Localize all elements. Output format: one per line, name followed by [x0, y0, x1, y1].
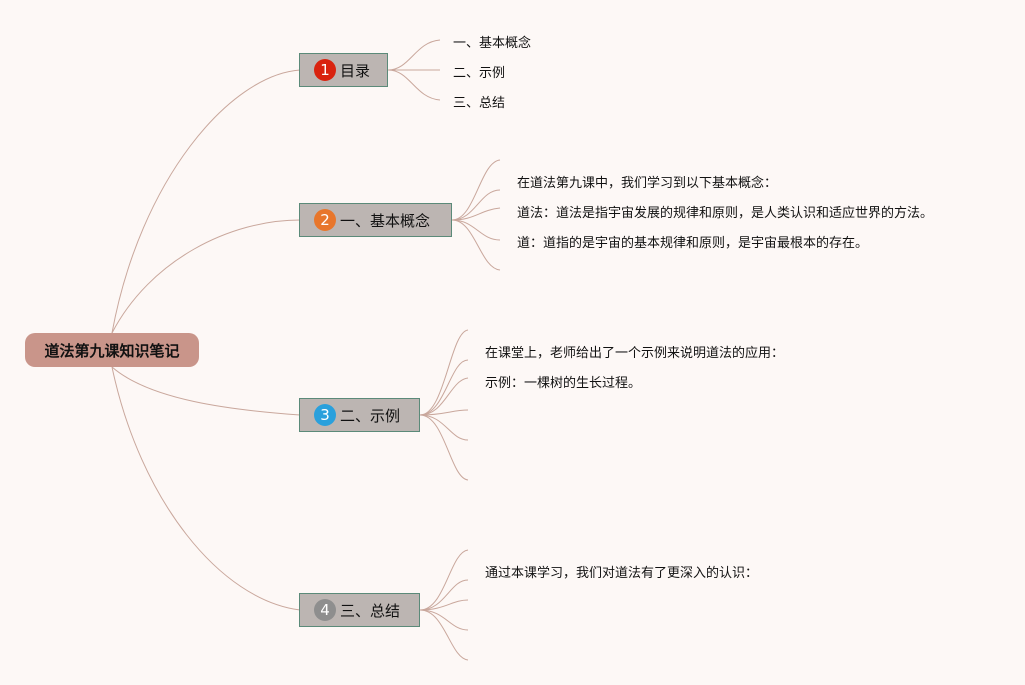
leaf-node[interactable]: 道：道指的是宇宙的基本规律和原则，是宇宙最根本的存在。 [517, 236, 869, 251]
root-label: 道法第九课知识笔记 [44, 341, 180, 360]
link-topic3-leaf [419, 329, 469, 416]
leaf-node[interactable]: 一、基本概念 [453, 36, 532, 51]
link-topic3-leaf [419, 414, 469, 441]
number-badge-1: 1 [314, 59, 336, 81]
leaf-node[interactable]: 道法：道法是指宇宙发展的规律和原则，是人类认识和适应世界的方法。 [517, 206, 934, 221]
topic-node-contents[interactable]: 1 目录 [299, 53, 388, 87]
link-topic1-leaf [387, 39, 441, 71]
link-topic3-leaf [419, 414, 469, 481]
link-topic3-leaf [419, 359, 469, 416]
link-topic1-leaf [387, 69, 441, 101]
link-root-topic-3 [111, 366, 301, 416]
number-badge-3: 3 [314, 404, 336, 426]
link-topic2-leaf [451, 219, 501, 241]
root-node[interactable]: 道法第九课知识笔记 [25, 333, 199, 367]
link-topic4-leaf [419, 579, 469, 611]
link-topic2-leaf [451, 207, 501, 221]
topic-node-basic-concepts[interactable]: 2 一、基本概念 [299, 203, 452, 237]
topic-node-summary[interactable]: 4 三、总结 [299, 593, 420, 627]
link-topic2-leaf [451, 159, 501, 221]
link-topic2-leaf [451, 219, 501, 271]
leaf-node[interactable]: 通过本课学习，我们对道法有了更深入的认识： [485, 566, 759, 581]
link-topic4-leaf [419, 599, 469, 611]
link-topic2-leaf [451, 189, 501, 221]
link-topic4-leaf [419, 609, 469, 631]
leaf-node[interactable]: 二、示例 [453, 66, 506, 81]
link-root-topic-1 [111, 69, 301, 334]
topic-label: 三、总结 [340, 601, 401, 620]
link-root-topic-4 [111, 366, 301, 611]
link-topic3-leaf [419, 377, 469, 416]
link-topic3-leaf [419, 409, 469, 416]
number-badge-2: 2 [314, 209, 336, 231]
topic-label: 一、基本概念 [340, 211, 431, 230]
topic-label: 目录 [340, 61, 371, 80]
leaf-node[interactable]: 在课堂上，老师给出了一个示例来说明道法的应用： [485, 346, 785, 361]
leaf-node[interactable]: 示例：一棵树的生长过程。 [485, 376, 642, 391]
link-topic4-leaf [419, 609, 469, 661]
leaf-node[interactable]: 三、总结 [453, 96, 506, 111]
topic-label: 二、示例 [340, 406, 401, 425]
topic-node-examples[interactable]: 3 二、示例 [299, 398, 420, 432]
leaf-node[interactable]: 在道法第九课中，我们学习到以下基本概念： [517, 176, 778, 191]
link-root-topic-2 [111, 219, 301, 334]
number-badge-4: 4 [314, 599, 336, 621]
link-topic4-leaf [419, 549, 469, 611]
